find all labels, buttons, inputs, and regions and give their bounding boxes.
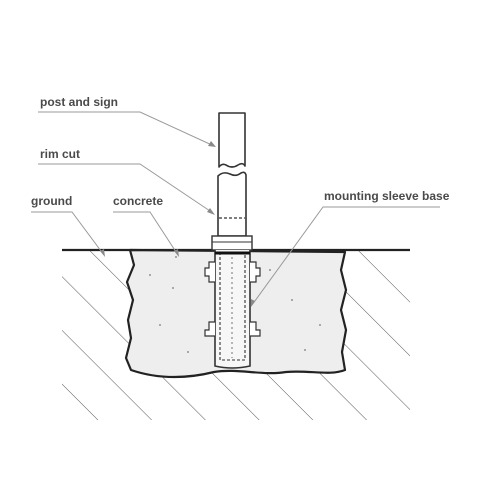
concrete-aggregate [149,256,321,353]
label-concrete: concrete [113,194,164,208]
leader-ground [31,211,105,256]
arrow-post-and-sign [208,141,216,147]
label-post-and-sign: post and sign [40,95,118,109]
rim-cut-collar [211,235,253,251]
leader-arrowheads [100,141,255,307]
label-ground: ground [31,194,73,208]
mounting-sleeve [204,250,261,369]
label-mounting-sleeve-base: mounting sleeve base [324,189,450,203]
arrow-concrete [174,249,179,257]
leader-lines [31,111,440,306]
leader-rim-cut [38,163,214,214]
label-rim-cut: rim cut [40,147,81,161]
leader-mounting-sleeve [251,206,440,306]
arrow-mounting-sleeve [251,299,255,307]
leader-concrete [113,211,179,256]
leader-post-and-sign [38,111,215,147]
arrow-rim-cut [207,208,215,215]
post-upper [218,112,246,168]
post-lower [217,171,247,237]
arrow-ground [100,249,105,257]
